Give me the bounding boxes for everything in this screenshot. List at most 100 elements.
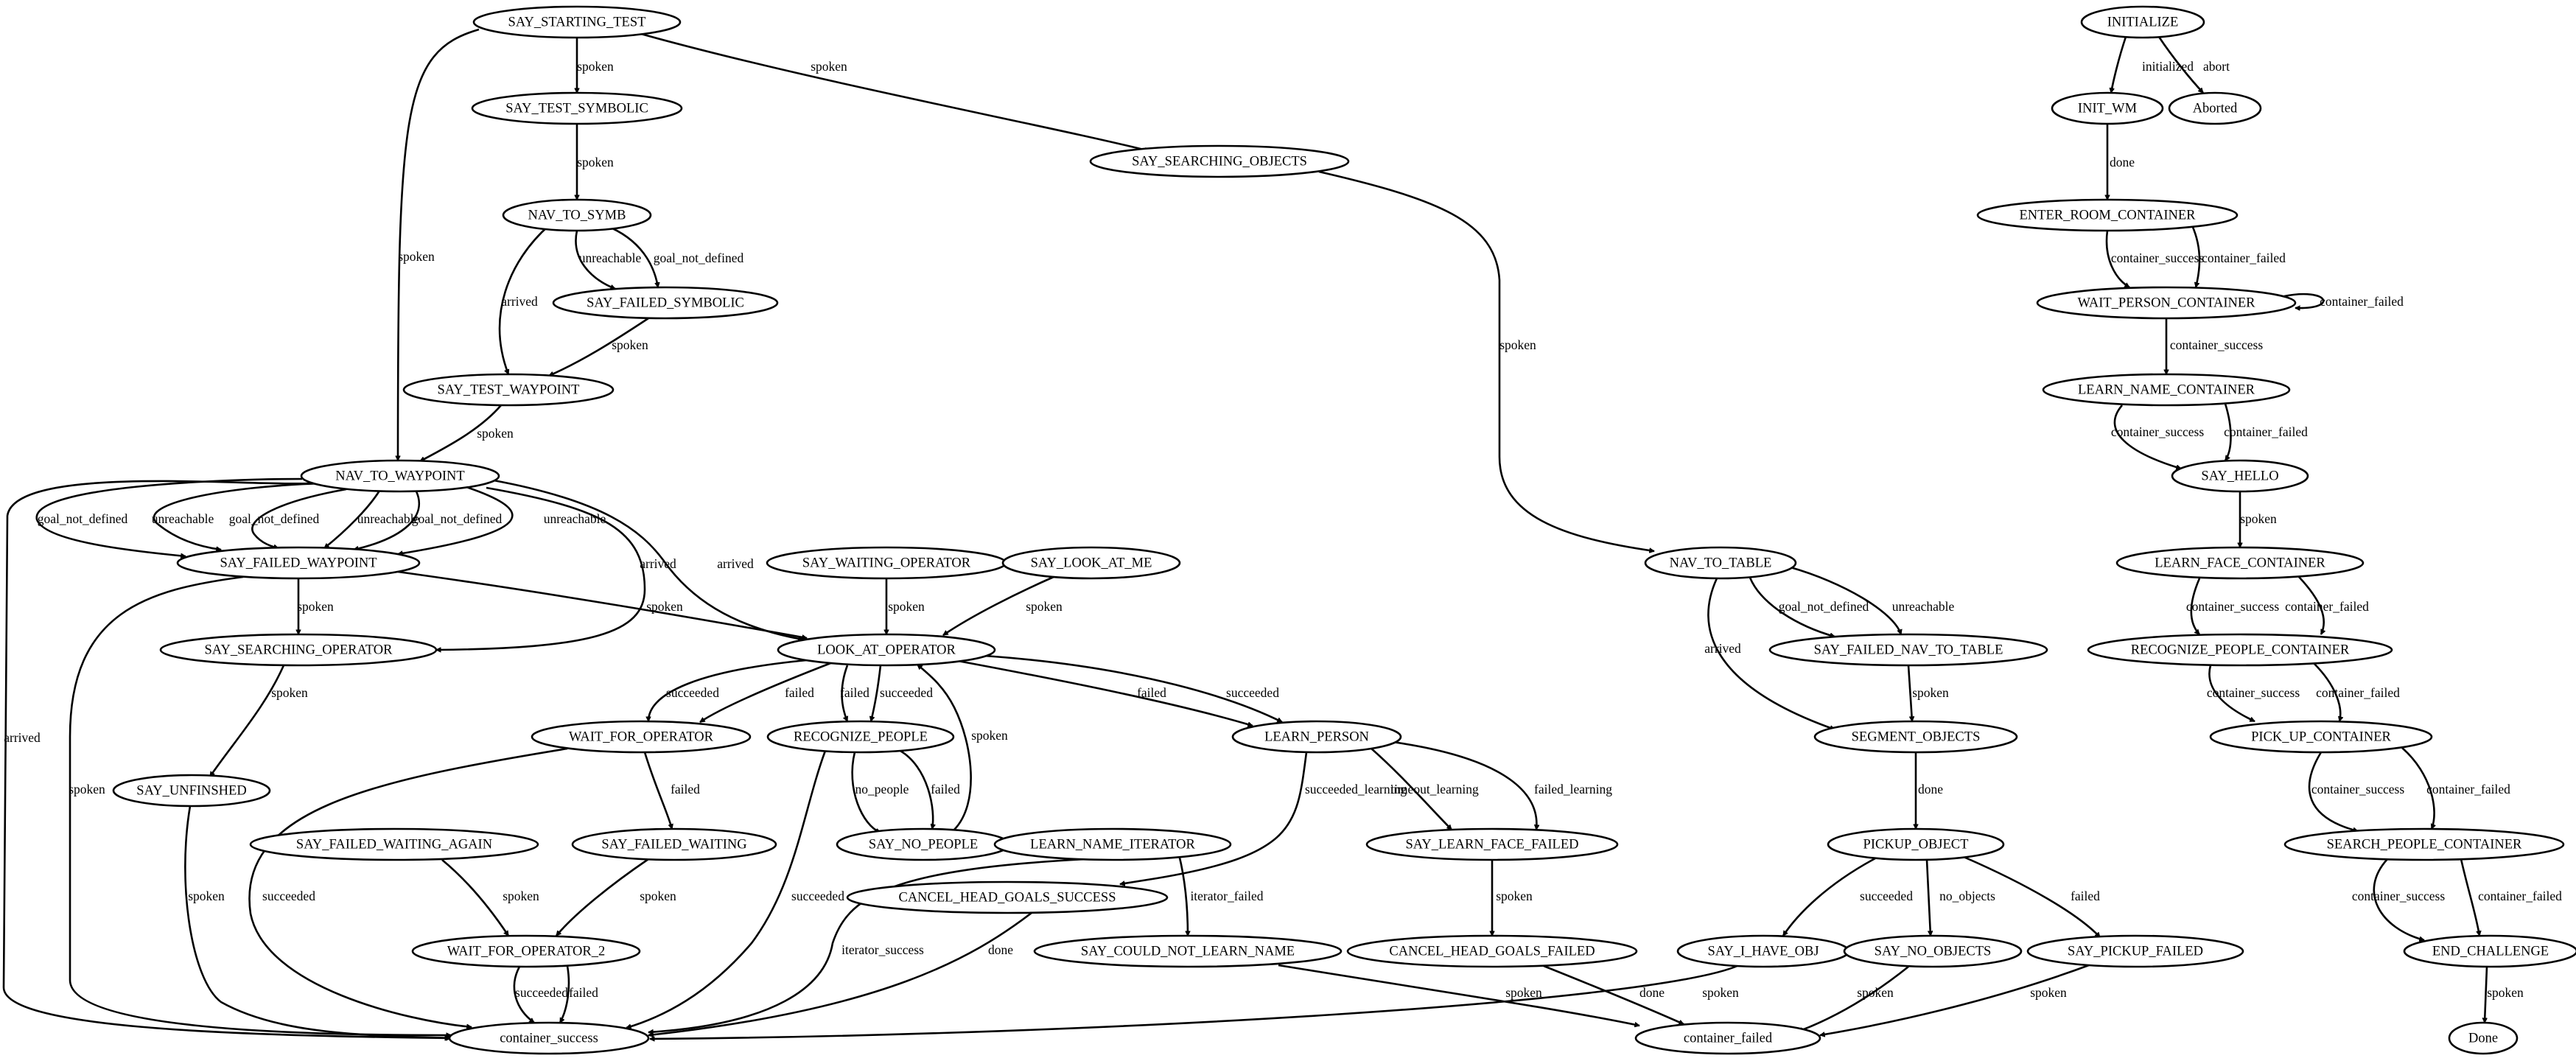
edge-label-learn-name-iterator-to-say-could-not-learn-name: iterator_failed [1190, 889, 1263, 903]
edge-search-people-container-to-end-challenge-failed [2460, 858, 2479, 936]
edge-nav-to-waypoint-to-container-success-arrived [2, 480, 449, 1038]
edge-learn-person-to-cancel-head-goals-success [1120, 752, 1308, 884]
edge-line [1278, 964, 1639, 1026]
state-node-ellipse [531, 720, 752, 754]
state-node-say-test-waypoint[interactable]: SAY_TEST_WAYPOINT [402, 373, 615, 407]
edge-label-nav-to-waypoint-to-say-failed-waypoint-goal-2: goal_not_defined [229, 511, 320, 526]
edge-say-failed-waypoint-to-look-at-operator [397, 570, 807, 638]
edge-label-say-no-objects-to-container-failed: spoken [1857, 985, 1894, 1000]
state-node-learn-face-container[interactable]: LEARN_FACE_CONTAINER [2115, 546, 2365, 580]
edge-nav-to-waypoint-to-say-failed-waypoint-unreach-1 [153, 482, 325, 550]
state-node-recognize-people[interactable]: RECOGNIZE_PEOPLE [766, 720, 955, 754]
state-node-done[interactable]: Done [2448, 1021, 2519, 1055]
edge-learn-name-container-to-say-hello-failed [2224, 403, 2232, 461]
state-node-say-waiting-operator[interactable]: SAY_WAITING_OPERATOR [766, 546, 1007, 580]
edge-label-learn-person-to-say-learn-face-failed-timeout: timeout_learning [1390, 782, 1479, 796]
edge-line [700, 661, 833, 724]
edge-label-say-failed-waypoint-to-container-success: spoken [69, 782, 105, 796]
state-node-say-unfinshed[interactable]: SAY_UNFINSHED [112, 774, 271, 808]
edge-line [441, 858, 510, 936]
state-node-ellipse [2087, 633, 2393, 667]
edge-line [2105, 230, 2129, 289]
state-node-wait-person-container[interactable]: WAIT_PERSON_CONTAINER [2036, 286, 2297, 320]
state-node-label-say-no-objects: SAY_NO_OBJECTS [1875, 944, 1992, 959]
state-node-ellipse [1976, 198, 2239, 232]
state-node-aborted[interactable]: Aborted [2168, 91, 2262, 125]
state-node-say-hello[interactable]: SAY_HELLO [2171, 459, 2309, 493]
nodes-layer: SAY_STARTING_TEST SAY_TEST_SYMBOLIC NAV_TO… [112, 5, 2576, 1055]
state-node-enter-room-container[interactable]: ENTER_ROOM_CONTAINER [1976, 198, 2239, 232]
state-node-say-test-symbolic[interactable]: SAY_TEST_SYMBOLIC [471, 91, 683, 125]
edge-label-nav-to-symb-to-say-failed-symbolic-unreachable: unreachable [579, 251, 642, 265]
state-node-wait-for-operator-2[interactable]: WAIT_FOR_OPERATOR_2 [411, 934, 641, 968]
state-node-segment-objects[interactable]: SEGMENT_OBJECTS [1813, 720, 2018, 754]
state-node-say-could-not-learn-name[interactable]: SAY_COULD_NOT_LEARN_NAME [1033, 934, 1343, 968]
state-node-container-failed[interactable]: container_failed [1634, 1021, 1821, 1055]
state-node-nav-to-table[interactable]: NAV_TO_TABLE [1644, 546, 1797, 580]
edge-label-look-at-operator-to-recognize-people-succeeded: succeeded [880, 685, 933, 700]
state-node-ellipse [1843, 934, 2023, 968]
state-node-say-learn-face-failed[interactable]: SAY_LEARN_FACE_FAILED [1365, 827, 1619, 861]
edge-say-failed-waypoint-to-container-success [69, 575, 451, 1035]
state-node-say-failed-waypoint[interactable]: SAY_FAILED_WAYPOINT [176, 546, 421, 580]
state-node-ellipse [1768, 633, 2048, 667]
state-node-say-no-objects[interactable]: SAY_NO_OBJECTS [1843, 934, 2023, 968]
edge-pickup-object-to-say-i-have-obj [1782, 857, 1876, 936]
edge-line [436, 486, 646, 650]
state-node-pick-up-container[interactable]: PICK_UP_CONTAINER [2209, 720, 2433, 754]
state-node-cancel-head-goals-failed[interactable]: CANCEL_HEAD_GOALS_FAILED [1346, 934, 1638, 968]
state-node-ellipse [448, 1021, 650, 1055]
state-node-say-i-have-obj[interactable]: SAY_I_HAVE_OBJ [1676, 934, 1850, 968]
edge-nav-to-waypoint-to-say-failed-waypoint-goal-3 [354, 491, 421, 550]
state-node-nav-to-symb[interactable]: NAV_TO_SYMB [502, 198, 652, 232]
state-node-say-pickup-failed[interactable]: SAY_PICKUP_FAILED [2026, 934, 2244, 968]
edge-line [1707, 578, 1835, 729]
state-node-ellipse [552, 286, 779, 320]
state-node-learn-person[interactable]: LEARN_PERSON [1231, 720, 1402, 754]
state-node-initialize[interactable]: INITIALIZE [2080, 5, 2205, 39]
edge-label-nav-to-waypoint-to-say-failed-waypoint-goal-1: goal_not_defined [38, 511, 128, 526]
state-node-label-say-no-people: SAY_NO_PEOPLE [869, 837, 978, 852]
edge-line [2308, 752, 2358, 831]
edge-nav-to-waypoint-to-say-failed-waypoint-goal-2 [251, 488, 347, 548]
state-node-ellipse [2403, 934, 2576, 968]
state-node-search-people-container[interactable]: SEARCH_PEOPLE_CONTAINER [2283, 827, 2565, 861]
state-node-label-container-success: container_success [500, 1031, 598, 1046]
state-node-learn-name-iterator[interactable]: LEARN_NAME_ITERATOR [993, 827, 1232, 861]
state-node-say-searching-objects[interactable]: SAY_SEARCHING_OBJECTS [1089, 144, 1350, 178]
edge-pickup-object-to-say-pickup-failed [1963, 855, 2101, 938]
state-node-wait-for-operator[interactable]: WAIT_FOR_OPERATOR [531, 720, 752, 754]
state-node-container-success[interactable]: container_success [448, 1021, 650, 1055]
state-node-ellipse [1365, 827, 1619, 861]
state-node-recognize-people-container[interactable]: RECOGNIZE_PEOPLE_CONTAINER [2087, 633, 2393, 667]
state-node-say-failed-symbolic[interactable]: SAY_FAILED_SYMBOLIC [552, 286, 779, 320]
edge-label-look-at-operator-to-recognize-people-failed: failed [840, 685, 869, 700]
edge-wait-person-container-self-loop [2283, 293, 2325, 308]
state-node-end-challenge[interactable]: END_CHALLENGE [2403, 934, 2576, 968]
state-node-nav-to-waypoint[interactable]: NAV_TO_WAYPOINT [300, 459, 500, 493]
state-node-ellipse [1231, 720, 1402, 754]
state-node-learn-name-container[interactable]: LEARN_NAME_CONTAINER [2042, 373, 2291, 407]
edge-label-pick-up-container-to-search-people-container-success: container_success [2311, 782, 2405, 796]
edge-label-nav-to-waypoint-to-look-at-operator-arrived: arrived [717, 556, 754, 571]
state-node-say-failed-waiting-again[interactable]: SAY_FAILED_WAITING_AGAIN [249, 827, 539, 861]
state-node-say-searching-operator[interactable]: SAY_SEARCHING_OPERATOR [159, 633, 438, 667]
edge-nav-to-waypoint-to-say-failed-waypoint-unreach-3 [398, 485, 514, 554]
state-node-cancel-head-goals-success[interactable]: CANCEL_HEAD_GOALS_SUCCESS [846, 880, 1169, 914]
edge-label-say-learn-face-failed-to-cancel-head-goals-failed: spoken [1496, 889, 1533, 903]
state-node-say-failed-waiting[interactable]: SAY_FAILED_WAITING [571, 827, 777, 861]
edge-label-cancel-head-goals-failed-to-container-failed: done [1639, 985, 1665, 1000]
edge-line [248, 747, 568, 1027]
edge-line [2313, 662, 2340, 721]
state-node-label-nav-to-waypoint: NAV_TO_WAYPOINT [335, 469, 464, 483]
state-node-say-look-at-me[interactable]: SAY_LOOK_AT_ME [1001, 546, 1181, 580]
state-node-say-failed-nav-to-table[interactable]: SAY_FAILED_NAV_TO_TABLE [1768, 633, 2048, 667]
state-node-label-learn-name-container: LEARN_NAME_CONTAINER [2078, 382, 2255, 397]
state-node-say-no-people[interactable]: SAY_NO_PEOPLE [836, 827, 1011, 861]
edge-line [871, 665, 882, 721]
state-node-look-at-operator[interactable]: LOOK_AT_OPERATOR [777, 633, 996, 667]
state-node-say-starting-test[interactable]: SAY_STARTING_TEST [472, 5, 682, 39]
state-node-pickup-object[interactable]: PICKUP_OBJECT [1827, 827, 2005, 861]
state-node-init-wm[interactable]: INIT_WM [2051, 91, 2164, 125]
edge-line [493, 479, 803, 640]
